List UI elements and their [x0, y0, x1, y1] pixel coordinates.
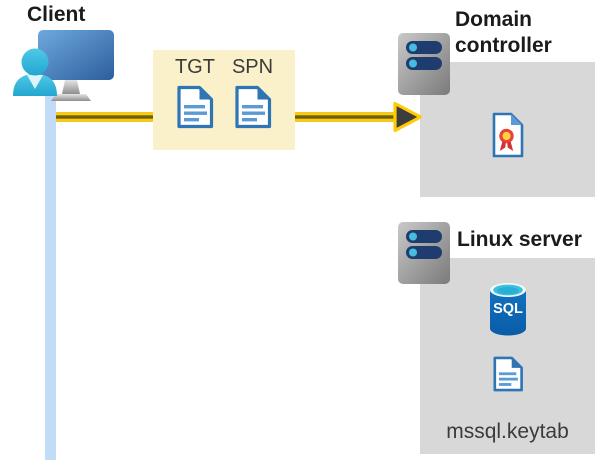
tgt-ticket: TGT: [175, 56, 215, 150]
sql-database-icon: SQL: [489, 283, 526, 336]
spn-ticket: SPN: [232, 56, 273, 150]
spn-label: SPN: [231, 56, 274, 78]
ticket-box: TGT SPN: [153, 50, 295, 150]
client-label: Client: [27, 3, 86, 26]
certificate-icon: [492, 112, 523, 158]
sql-icon-label: SQL: [493, 301, 523, 317]
linux-server-label: Linux server: [457, 228, 582, 251]
client-connection-line: [45, 90, 56, 460]
keytab-file-label: mssql.keytab: [446, 420, 569, 443]
tgt-document-icon: [177, 85, 214, 129]
linux-server-icon: [398, 222, 450, 284]
domain-controller-server-icon: [398, 33, 450, 95]
spn-document-icon: [234, 85, 271, 129]
domain-controller-label: Domain controller: [455, 8, 552, 57]
person-at-computer-icon: [13, 30, 114, 101]
keytab-document-icon: [492, 356, 523, 392]
tgt-label: TGT: [174, 56, 215, 78]
linux-server-box: SQL mssql.keytab: [420, 258, 595, 454]
